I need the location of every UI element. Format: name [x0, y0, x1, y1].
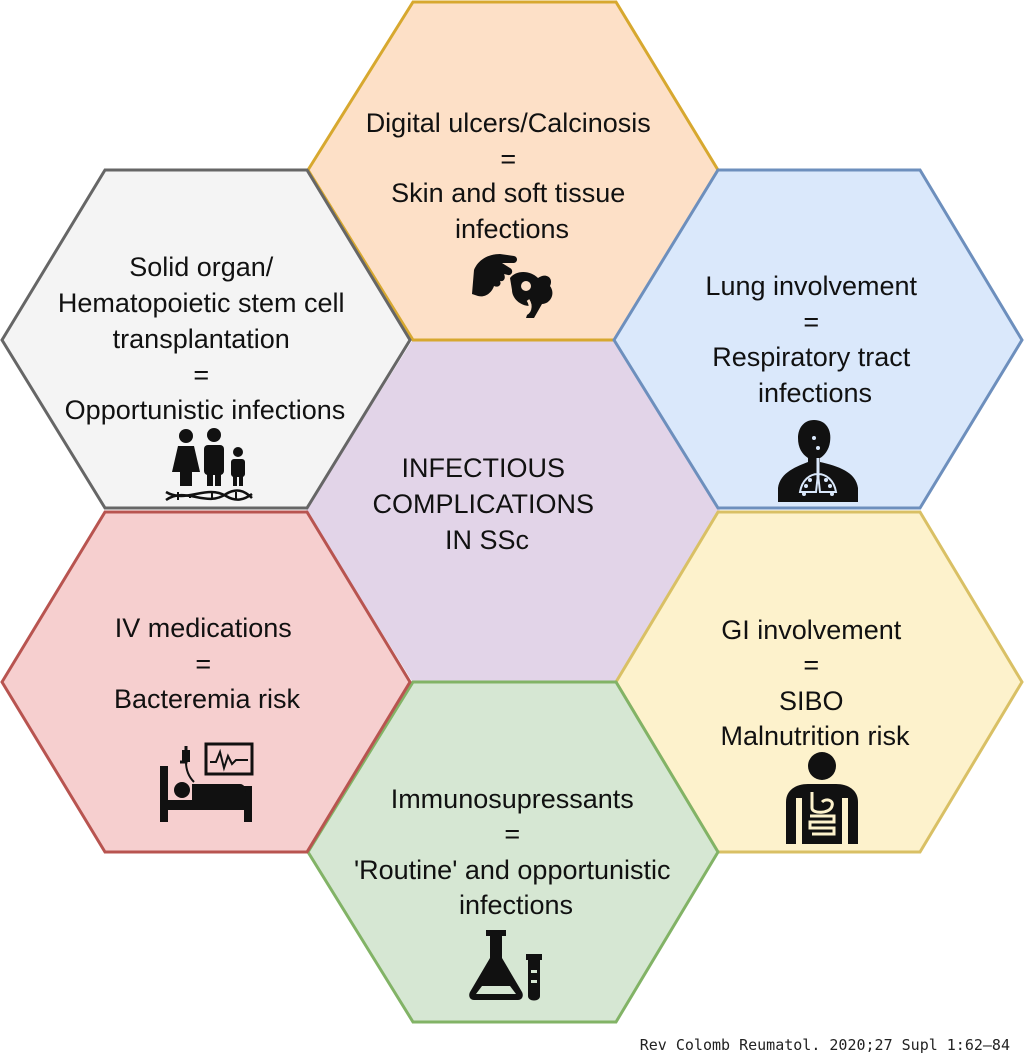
label-line: = — [803, 650, 819, 680]
label-line: = — [504, 819, 520, 849]
hex-upper-left — [0, 168, 412, 510]
hex-center — [306, 340, 720, 682]
family-dna-icon — [165, 428, 253, 502]
label-line: Digital ulcers/Calcinosis — [366, 108, 651, 138]
hex-lower-left — [0, 510, 412, 854]
label-line: Respiratory tract — [712, 342, 911, 372]
label-line: infections — [455, 214, 569, 244]
center-title-line: INFECTIOUS — [401, 453, 565, 483]
hex-bottom — [306, 680, 720, 1024]
digestive-torso-icon — [786, 752, 858, 844]
lab-flask-icon — [469, 930, 542, 1001]
label-line: infections — [459, 890, 573, 920]
label-line: = — [195, 649, 211, 679]
center-title: INFECTIOUS COMPLICATIONS IN SSc — [372, 453, 601, 555]
hex-upper-right — [612, 168, 1024, 510]
bottom-cell-label: Immunosupressants = 'Routine' and opport… — [354, 784, 678, 920]
label-line: Opportunistic infections — [65, 395, 346, 425]
hospital-bed-icon — [160, 742, 254, 822]
upper-right-cell-label: Lung involvement = Respiratory tract inf… — [705, 271, 924, 408]
label-line: Skin and soft tissue — [391, 178, 625, 208]
label-line: = — [500, 144, 516, 174]
label-line: GI involvement — [721, 615, 902, 645]
label-line: SIBO — [779, 686, 844, 716]
lower-right-cell-label: GI involvement = SIBO Malnutrition risk — [720, 615, 910, 751]
label-line: IV medications — [115, 613, 292, 643]
center-title-line: COMPLICATIONS — [372, 489, 594, 519]
center-title-line: IN SSc — [445, 525, 529, 555]
label-line: Hematopoietic stem cell — [58, 288, 345, 318]
lower-left-cell-label: IV medications = Bacteremia risk — [114, 613, 301, 714]
label-line: 'Routine' and opportunistic — [354, 855, 671, 885]
label-line: Lung involvement — [705, 271, 917, 301]
label-line: Solid organ/ — [129, 252, 274, 282]
label-line: = — [193, 360, 209, 390]
label-line: = — [803, 307, 819, 337]
label-line: transplantation — [113, 324, 290, 354]
upper-left-cell-label: Solid organ/ Hematopoietic stem cell tra… — [58, 252, 352, 425]
label-line: Immunosupressants — [391, 784, 634, 814]
label-line: Malnutrition risk — [720, 721, 910, 751]
top-cell-label: Digital ulcers/Calcinosis = Skin and sof… — [366, 108, 659, 244]
figure-citation: Rev Colomb Reumatol. 2020;27 Supl 1:62–8… — [639, 1036, 1010, 1054]
label-line: Bacteremia risk — [114, 684, 301, 714]
lungs-torso-icon — [778, 420, 858, 502]
sign-language-hands-icon — [472, 254, 553, 318]
label-line: infections — [758, 378, 872, 408]
